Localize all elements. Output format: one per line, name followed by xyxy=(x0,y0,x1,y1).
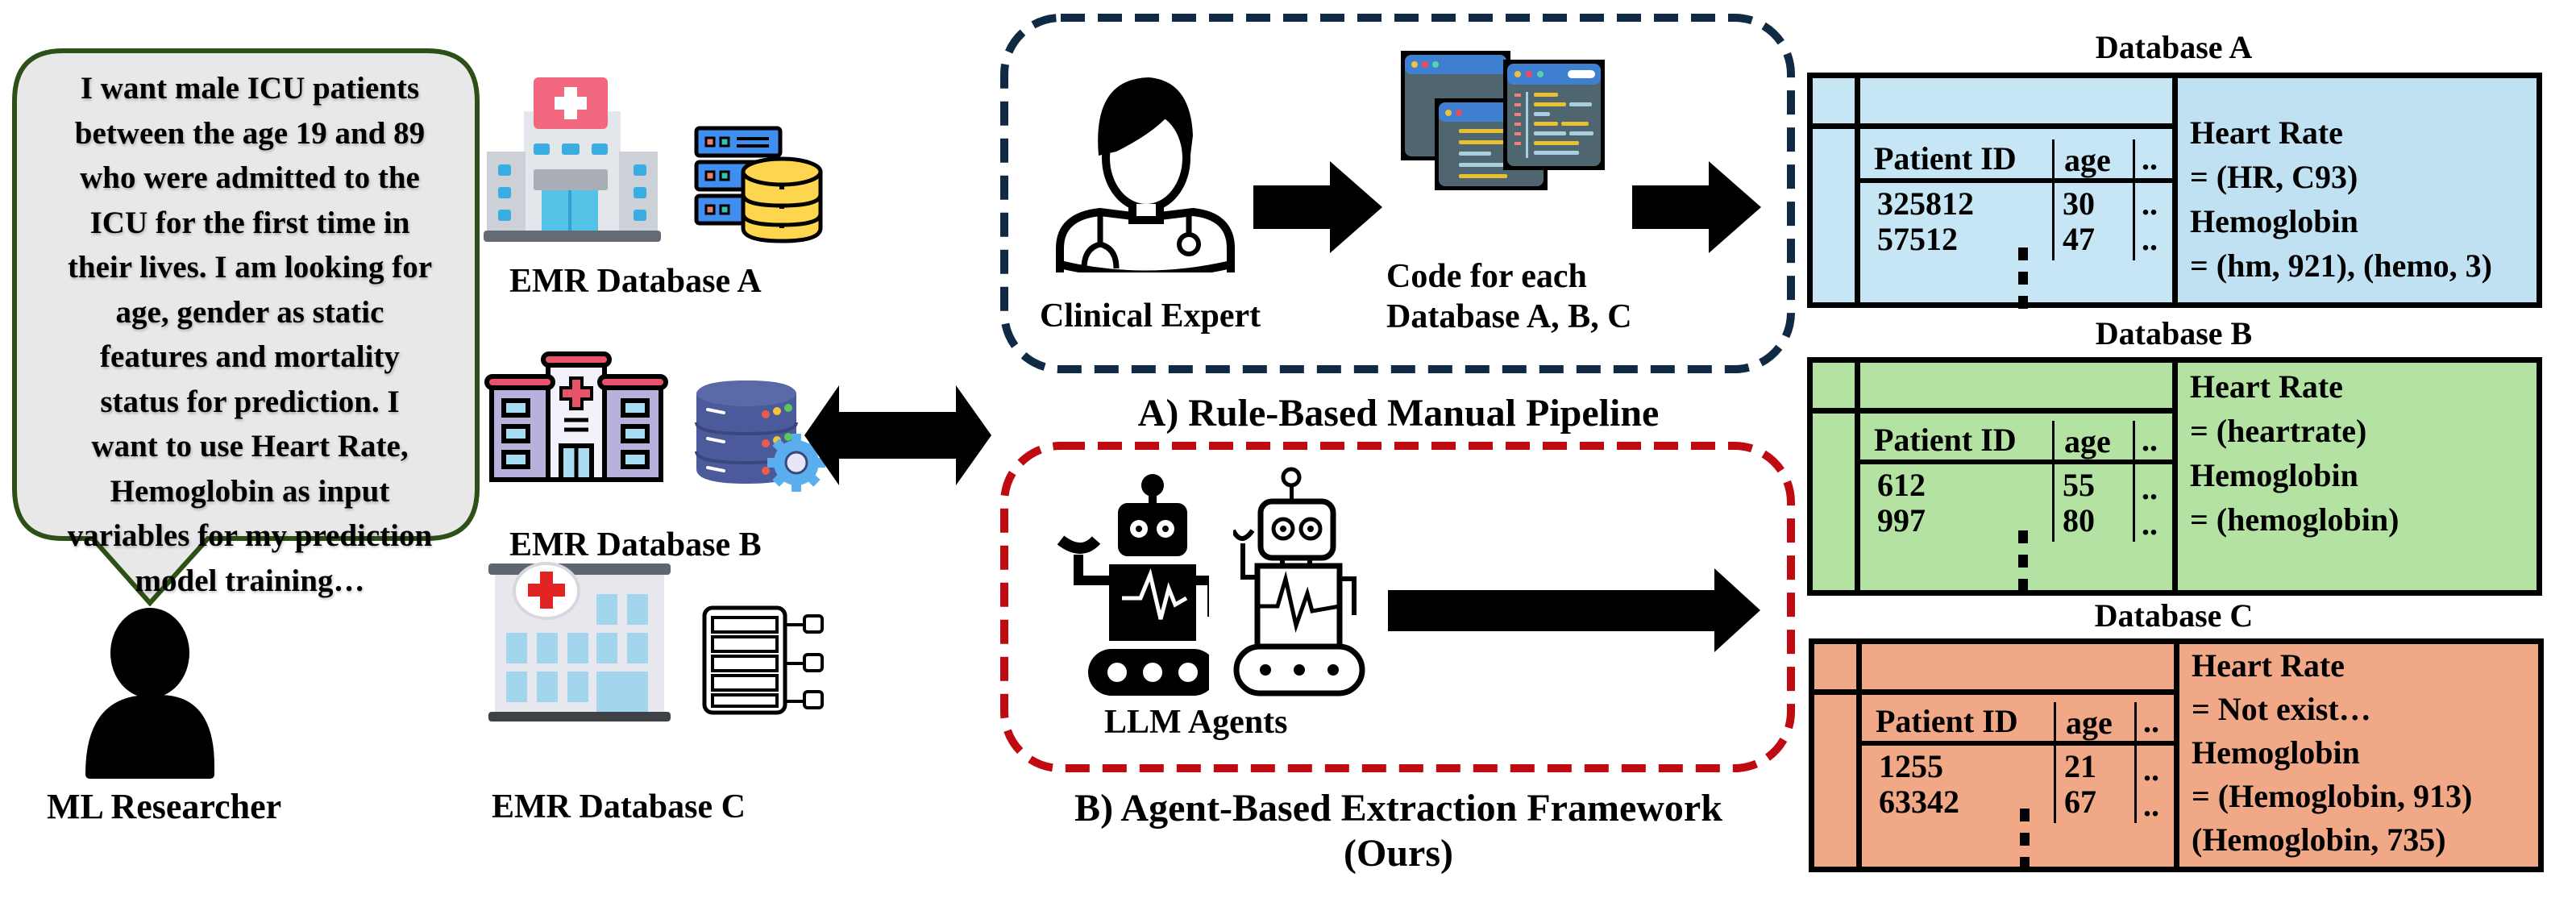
emr-database-b-label: EMR Database B xyxy=(509,526,762,563)
database-a-table: Patient ID age .. 325812 30 .. 57512 47 … xyxy=(1807,73,2542,309)
mapping-line: = (Hemoglobin, 913) xyxy=(2192,778,2473,814)
request-line: features and mortality xyxy=(100,339,400,374)
bidirectional-arrow-icon xyxy=(804,385,991,485)
code-label-line: Code for each xyxy=(1386,258,1587,295)
mapping-line: Hemoglobin xyxy=(2190,203,2358,239)
hospital-icon xyxy=(484,77,661,242)
request-line: Hemoglobin as input xyxy=(110,473,390,509)
header-more: .. xyxy=(2142,140,2158,177)
cell-age: 21 xyxy=(2064,748,2096,784)
header-more: .. xyxy=(2142,422,2158,458)
cell-more: .. xyxy=(2143,751,2159,788)
database-server-icon xyxy=(694,126,823,243)
cell-more: .. xyxy=(2142,505,2158,542)
pipeline-b-box xyxy=(1000,442,1795,772)
more-rows-ellipsis-icon xyxy=(2018,247,2028,320)
speech-bubble xyxy=(12,48,480,607)
cell-more: .. xyxy=(2142,185,2158,222)
researcher-label: ML Researcher xyxy=(47,787,282,826)
arrow-right-icon xyxy=(1388,568,1760,652)
header-more: .. xyxy=(2143,703,2159,739)
mapping-line: (Hemoglobin, 735) xyxy=(2192,821,2446,858)
mapping-line: = (heartrate) xyxy=(2190,413,2367,449)
cell-age: 30 xyxy=(2063,185,2095,222)
database-gear-icon xyxy=(695,380,825,492)
cell-patient-id: 325812 xyxy=(1877,185,1974,222)
request-line: ICU for the first time in xyxy=(89,205,410,240)
header-patient-id: Patient ID xyxy=(1874,422,2017,458)
cell-more: .. xyxy=(2142,470,2158,506)
person-icon xyxy=(85,608,214,779)
cell-patient-id: 612 xyxy=(1877,467,1926,503)
robot-light-icon xyxy=(1233,467,1365,697)
request-line: model training… xyxy=(135,563,365,598)
request-line: between the age 19 and 89 xyxy=(74,115,426,151)
header-age: age xyxy=(2066,705,2113,741)
mapping-line: Hemoglobin xyxy=(2192,734,2360,771)
database-c-table: Patient ID age .. 1255 21 .. 63342 67 ..… xyxy=(1809,638,2544,872)
cell-patient-id: 57512 xyxy=(1877,221,1958,257)
request-line: their lives. I am looking for xyxy=(67,250,433,285)
cell-more: .. xyxy=(2142,221,2158,257)
mapping-line: = (hm, 921), (hemo, 3) xyxy=(2190,247,2492,284)
header-patient-id: Patient ID xyxy=(1874,140,2017,177)
code-label-line: Database A, B, C xyxy=(1386,298,1632,335)
cell-age: 80 xyxy=(2063,502,2095,539)
mapping-line: Heart Rate xyxy=(2190,368,2343,405)
emr-database-a-label: EMR Database A xyxy=(509,263,762,300)
mapping-line: Hemoglobin xyxy=(2190,457,2358,493)
server-network-icon xyxy=(702,605,824,715)
researcher-request: I want male ICU patients between the age… xyxy=(32,66,467,603)
arrow-right-icon xyxy=(1632,161,1761,253)
request-line: status for prediction. I xyxy=(100,384,400,419)
cell-age: 47 xyxy=(2063,221,2095,257)
mapping-line: = (hemoglobin) xyxy=(2190,501,2399,538)
mapping-line: Heart Rate xyxy=(2192,647,2345,684)
request-line: who were admitted to the xyxy=(80,160,420,195)
pipeline-a-title: A) Rule-Based Manual Pipeline xyxy=(1137,392,1660,435)
mapping-line: Heart Rate xyxy=(2190,114,2343,151)
clinical-expert-icon xyxy=(1056,77,1235,272)
cell-more: .. xyxy=(2143,787,2159,823)
more-rows-ellipsis-icon xyxy=(2020,809,2030,881)
feature-mapping: Heart Rate = (HR, C93) Hemoglobin = (hm,… xyxy=(2190,110,2492,288)
robot-dark-icon xyxy=(1057,474,1209,696)
cell-age: 67 xyxy=(2064,784,2096,820)
request-line: I want male ICU patients xyxy=(80,71,420,106)
mapping-line: = Not exist… xyxy=(2192,691,2371,727)
request-line: want to use Heart Rate, xyxy=(91,429,409,464)
hospital-icon xyxy=(488,562,671,721)
request-line: age, gender as static xyxy=(115,294,384,330)
mapping-line: = (HR, C93) xyxy=(2190,159,2358,195)
more-rows-ellipsis-icon xyxy=(2018,530,2028,603)
hospital-icon xyxy=(484,351,668,482)
cell-patient-id: 997 xyxy=(1877,502,1926,539)
feature-mapping: Heart Rate = Not exist… Hemoglobin = (He… xyxy=(2192,644,2472,862)
feature-mapping: Heart Rate = (heartrate) Hemoglobin = (h… xyxy=(2190,364,2399,542)
code-label: Code for each Database A, B, C xyxy=(1386,256,1632,337)
arrow-right-icon xyxy=(1253,161,1382,253)
cell-patient-id: 1255 xyxy=(1879,748,1943,784)
header-patient-id: Patient ID xyxy=(1876,703,2018,739)
cell-patient-id: 63342 xyxy=(1879,784,1959,820)
database-b-title: Database B xyxy=(2095,315,2253,351)
cell-age: 55 xyxy=(2063,467,2095,503)
request-line: variables for my prediction xyxy=(67,518,433,553)
pipeline-b-title: B) Agent-Based Extraction Framework (Our… xyxy=(999,786,1797,876)
pipeline-b-title-line: (Ours) xyxy=(1344,832,1453,875)
pipeline-a-box xyxy=(1000,14,1795,373)
clinical-expert-label: Clinical Expert xyxy=(1040,297,1261,335)
database-a-title: Database A xyxy=(2095,29,2253,65)
code-windows-icon xyxy=(1401,51,1605,190)
header-age: age xyxy=(2064,142,2111,178)
emr-database-c-label: EMR Database C xyxy=(492,788,746,825)
database-c-title: Database C xyxy=(2094,597,2254,634)
pipeline-b-title-line: B) Agent-Based Extraction Framework xyxy=(1074,787,1722,830)
header-age: age xyxy=(2064,423,2111,460)
llm-agents-label: LLM Agents xyxy=(1104,704,1288,741)
speech-bubble-shape xyxy=(12,48,480,607)
database-b-table: Patient ID age .. 612 55 .. 997 80 .. He… xyxy=(1807,357,2542,596)
